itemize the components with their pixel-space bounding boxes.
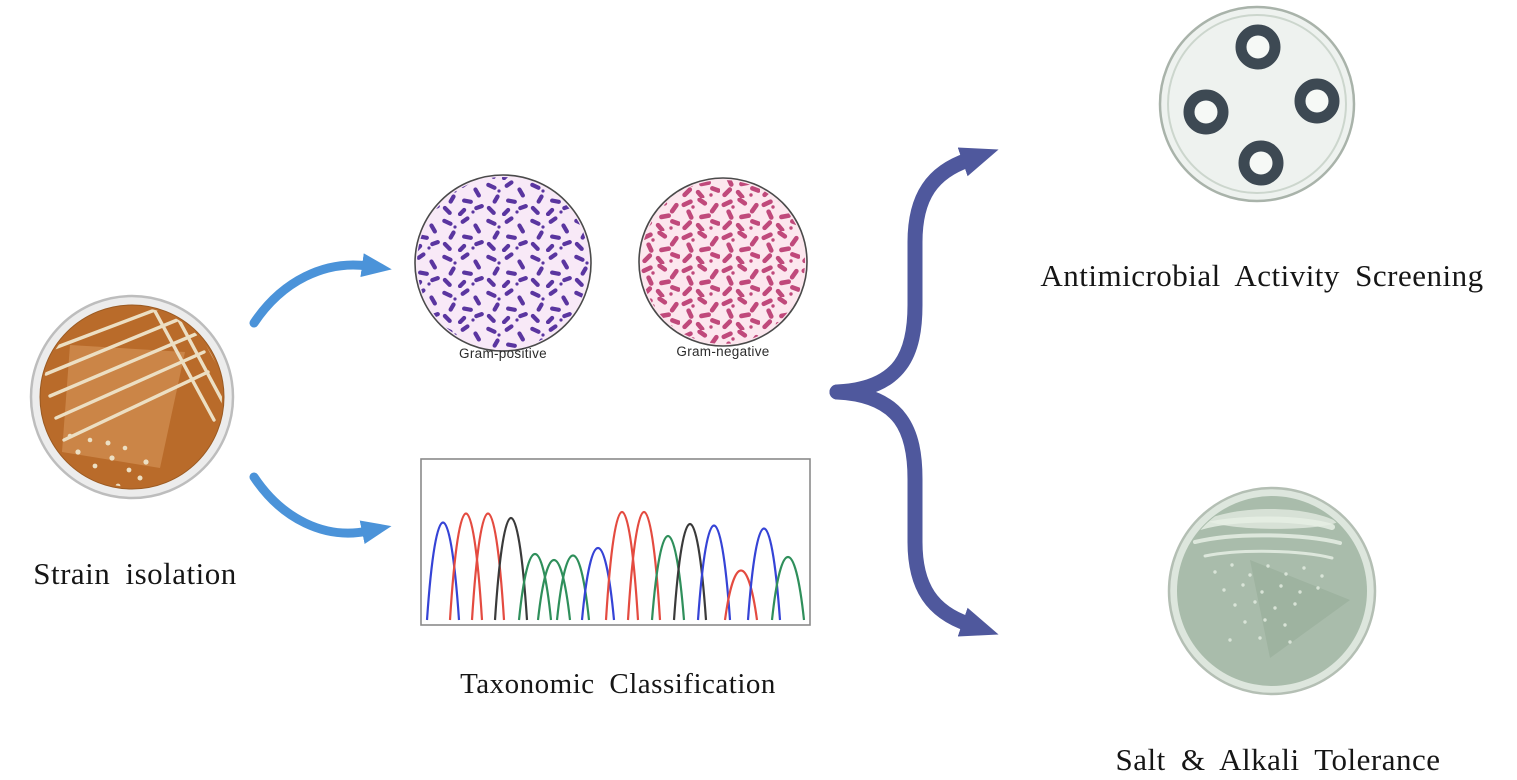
strain-isolation-dish-icon [29, 294, 235, 500]
inhibition-zone-rings [1183, 24, 1340, 186]
branch-arrow-icon [829, 147, 999, 637]
strain-isolation-label: Strain isolation [33, 556, 237, 591]
salt-alkali-tolerance-label: Salt & Alkali Tolerance [1115, 742, 1441, 777]
gram-negative-label: Gram-negative [676, 344, 770, 359]
antimicrobial-screening-label: Antimicrobial Activity Screening [1040, 258, 1484, 293]
colony-dots [67, 433, 149, 487]
chromatogram-peaks [425, 510, 806, 621]
gram-positive-micrograph-icon [414, 174, 592, 352]
taxonomic-classification-label: Taxonomic Classification [460, 668, 776, 700]
salt-alkali-dish-icon [1167, 486, 1377, 696]
gram-negative-micrograph-icon [638, 177, 808, 347]
gram-positive-label: Gram-positive [459, 346, 547, 361]
arrow-to-chromatogram-icon [249, 472, 392, 544]
chromatogram-icon [420, 458, 811, 626]
salt-colony-dots [1213, 563, 1324, 644]
arrow-to-gram-stain-icon [249, 253, 392, 328]
antimicrobial-dish-icon [1158, 5, 1356, 203]
